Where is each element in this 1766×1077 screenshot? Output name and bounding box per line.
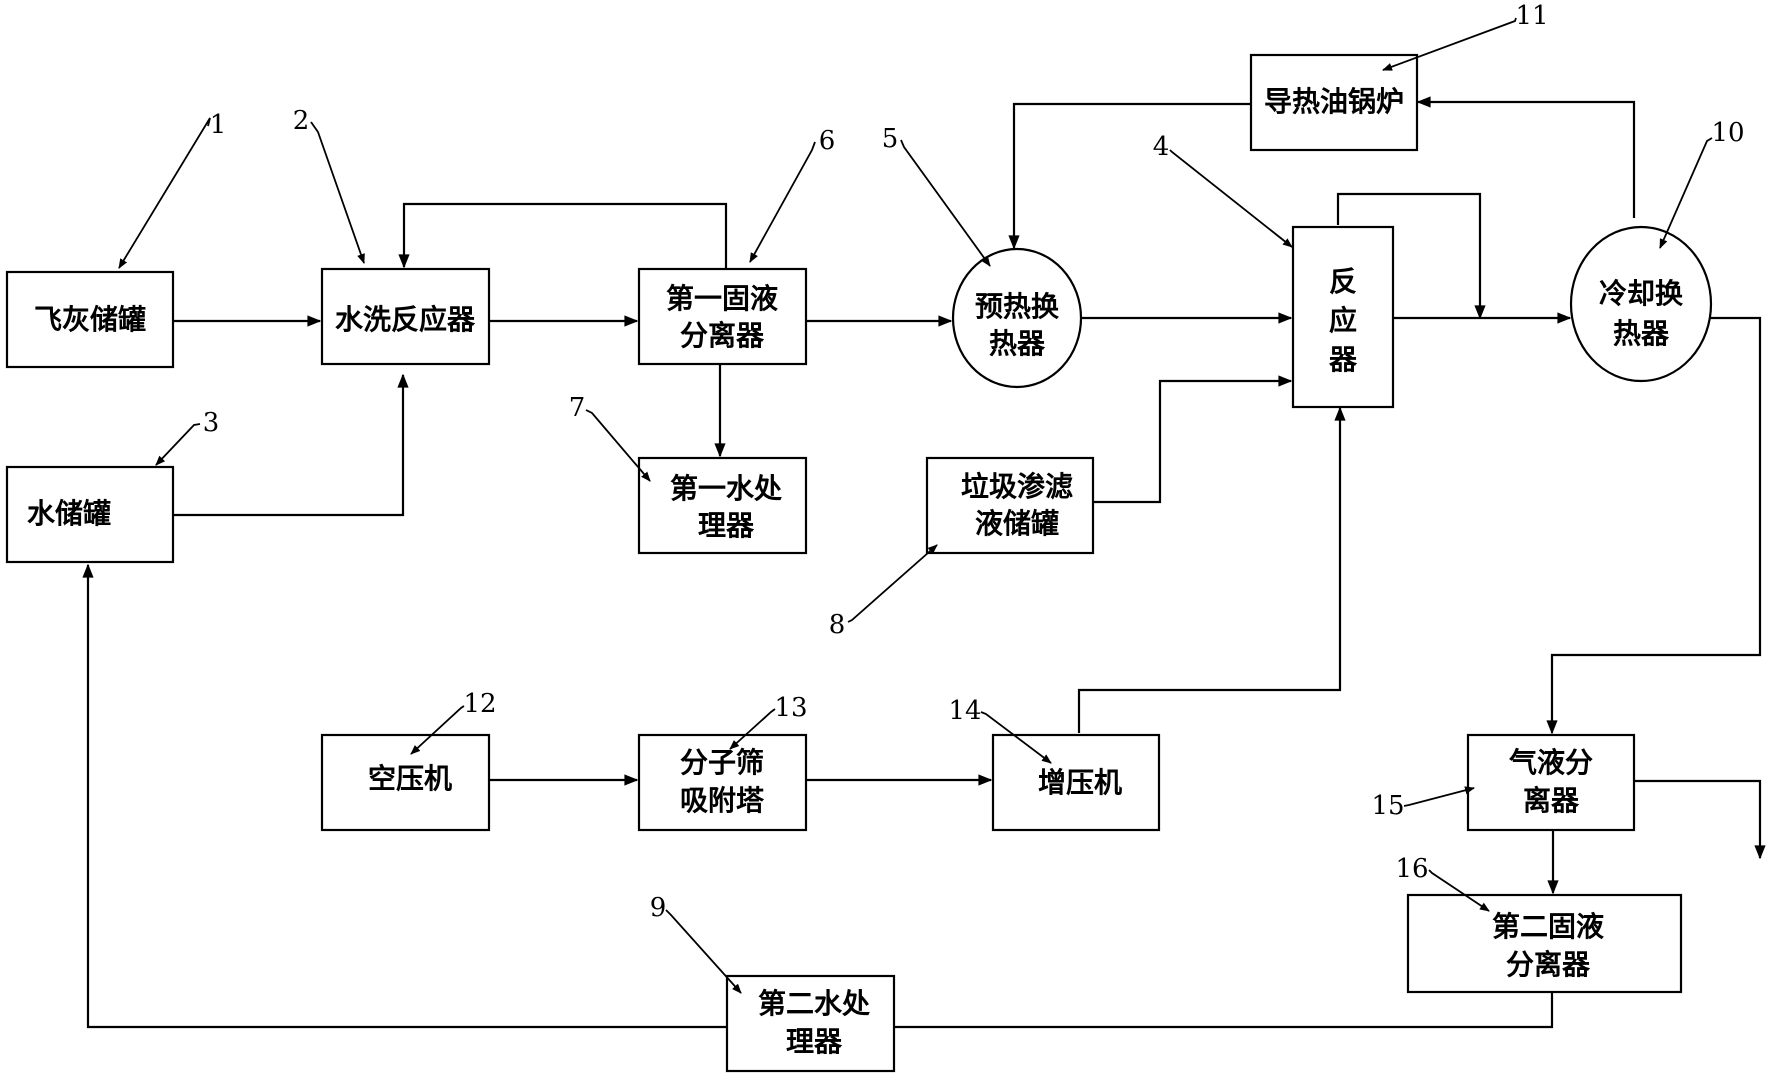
node-leachate-tank: 垃圾渗滤 液储罐 <box>925 456 1095 555</box>
flow-lines <box>82 96 1766 1029</box>
node-label-line2: 液储罐 <box>975 507 1059 540</box>
ref-4: 4 <box>1153 132 1293 248</box>
node-gl-separator: 气液分 离器 <box>1466 733 1636 832</box>
ref-number: 8 <box>829 610 846 640</box>
node-label-line2: 热器 <box>1613 317 1670 350</box>
flow-water-treatment2-to-water-tank <box>82 563 727 1029</box>
node-label-line2: 理器 <box>786 1025 843 1058</box>
flow-leachate-to-reactor <box>1093 375 1293 504</box>
node-wash-reactor: 水洗反应器 <box>320 267 491 366</box>
flow-separator1-recycle <box>398 202 728 269</box>
node-reactor: 反 应 器 <box>1291 225 1395 409</box>
flow-cooling-to-boiler <box>1416 96 1636 218</box>
ref-number: 4 <box>1153 132 1170 162</box>
node-first-sl-separator: 第一固液 分离器 <box>637 267 808 366</box>
ref-number: 15 <box>1371 791 1404 821</box>
node-first-water-treatment: 第一水处 理器 <box>637 456 808 555</box>
flow-reactor-bypass <box>1336 192 1486 320</box>
ref-3: 3 <box>155 408 220 466</box>
node-label-line2: 离器 <box>1523 784 1580 817</box>
node-label-line1: 第一固液 <box>666 282 778 315</box>
node-second-water-treatment: 第二水处 理器 <box>725 974 896 1073</box>
node-label-line1: 预热换 <box>975 290 1060 323</box>
node-label-line1: 第二固液 <box>1492 910 1604 943</box>
node-air-compressor: 空压机 <box>320 733 491 832</box>
node-water-tank: 水储罐 <box>5 465 175 564</box>
node-label-line2: 理器 <box>698 509 755 542</box>
ref-number: 1 <box>210 110 227 140</box>
node-label: 水洗反应器 <box>335 303 476 336</box>
node-label-line1: 分子筛 <box>680 746 764 779</box>
node-label-line1: 垃圾渗滤 <box>961 470 1073 503</box>
ref-number: 3 <box>203 408 220 438</box>
node-oil-boiler: 导热油锅炉 <box>1249 53 1419 152</box>
ref-number: 11 <box>1515 1 1548 31</box>
ref-7: 7 <box>569 393 651 482</box>
node-label-line3: 器 <box>1328 343 1358 376</box>
node-label: 空压机 <box>368 762 452 795</box>
ref-number: 7 <box>569 393 586 423</box>
ref-11: 11 <box>1382 1 1549 71</box>
node-label-line1: 气液分 <box>1508 746 1593 779</box>
ref-number: 13 <box>774 693 807 723</box>
flow-separator2-to-water-treatment2 <box>894 992 1554 1029</box>
node-label-line2: 吸附塔 <box>680 784 765 817</box>
ref-number: 6 <box>819 126 836 156</box>
ref-14: 14 <box>948 696 1052 764</box>
node-cooling-exchanger: 冷却换 热器 <box>1569 225 1713 383</box>
node-label-line2: 热器 <box>989 327 1046 360</box>
node-label-line2: 分离器 <box>680 319 765 352</box>
ref-number: 16 <box>1395 854 1428 884</box>
flow-booster-to-reactor <box>1077 406 1346 733</box>
flow-boiler-to-preheat <box>1008 102 1250 250</box>
ref-15: 15 <box>1371 786 1475 821</box>
ref-13: 13 <box>729 693 808 750</box>
node-second-sl-separator: 第二固液 分离器 <box>1406 893 1683 994</box>
ref-9: 9 <box>650 893 742 994</box>
ref-6: 6 <box>749 126 836 263</box>
node-label: 飞灰储罐 <box>34 303 146 336</box>
ref-12: 12 <box>410 689 497 755</box>
node-label-line1: 第一水处 <box>670 472 782 505</box>
node-label: 增压机 <box>1038 766 1122 799</box>
flow-cooling-to-gl-separator <box>1546 316 1762 735</box>
ref-10: 10 <box>1659 118 1745 249</box>
node-preheat-exchanger: 预热换 热器 <box>951 247 1083 389</box>
ref-2: 2 <box>293 106 365 264</box>
node-sieve-tower: 分子筛 吸附塔 <box>637 733 808 832</box>
node-label: 导热油锅炉 <box>1264 85 1404 118</box>
node-booster: 增压机 <box>991 733 1161 832</box>
node-label-line1: 反 <box>1329 265 1357 298</box>
ref-number: 10 <box>1711 118 1744 148</box>
ref-number: 12 <box>463 689 496 719</box>
node-label-line1: 第二水处 <box>758 987 870 1020</box>
flow-water-tank-to-wash <box>173 373 409 517</box>
ref-number: 14 <box>948 696 981 726</box>
node-label-line2: 应 <box>1329 304 1357 337</box>
node-fly-ash-tank: 飞灰储罐 <box>5 270 175 369</box>
ref-number: 5 <box>882 124 899 154</box>
node-label-line2: 分离器 <box>1506 948 1591 981</box>
flow-gl-gas-out <box>1634 779 1766 860</box>
ref-5: 5 <box>882 124 991 267</box>
ref-16: 16 <box>1395 854 1490 912</box>
ref-1: 1 <box>118 110 227 269</box>
ref-number: 9 <box>650 893 667 923</box>
reference-numbers: 1 2 3 4 5 6 7 8 <box>118 1 1745 994</box>
ref-8: 8 <box>829 544 938 640</box>
node-label: 水储罐 <box>27 497 111 530</box>
node-label-line1: 冷却换 <box>1599 277 1684 310</box>
ref-number: 2 <box>293 106 310 136</box>
